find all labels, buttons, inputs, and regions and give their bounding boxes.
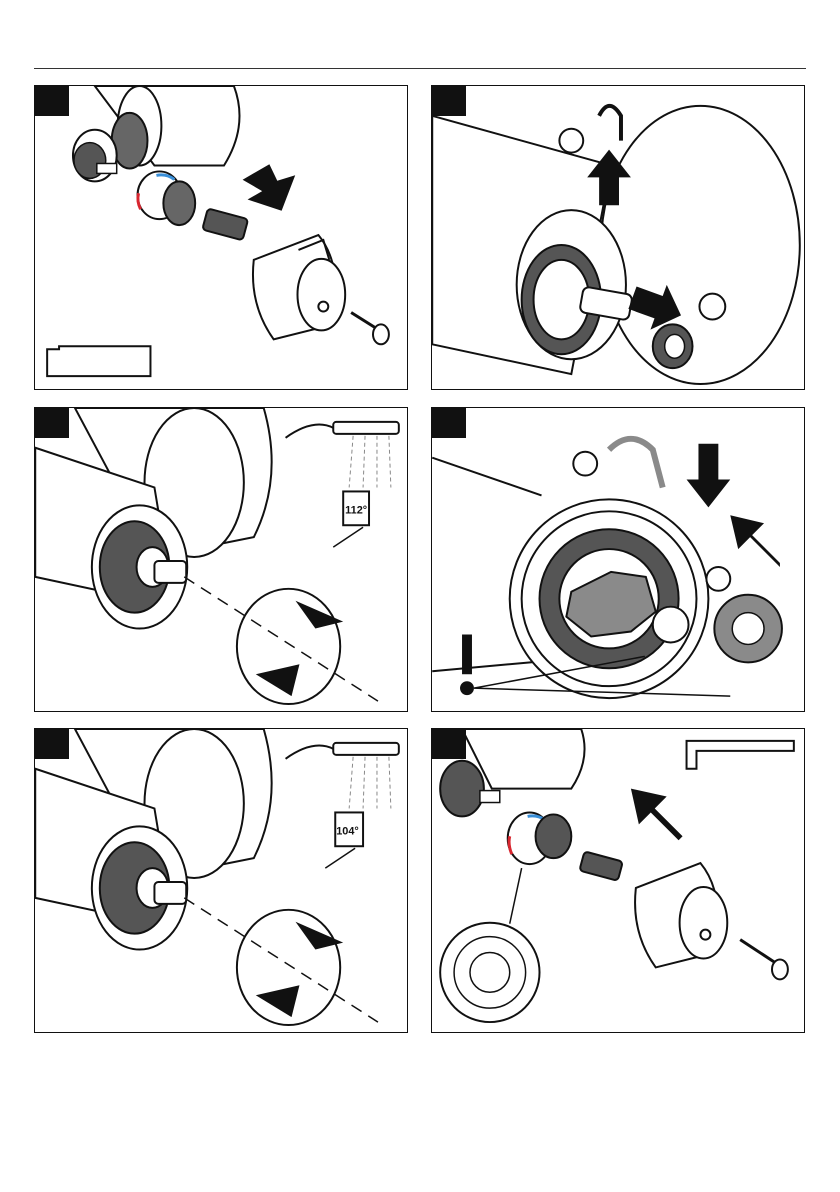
circle-callout-icon [559, 129, 583, 153]
retaining-clip [609, 439, 663, 488]
step-4-illustration [432, 408, 804, 711]
step-3-panel: 112° [34, 407, 408, 712]
temperature-readout: 104° [336, 825, 359, 837]
retaining-clip [599, 106, 621, 141]
step-6-panel [431, 728, 805, 1033]
step-5-number-tab [35, 729, 69, 759]
step-4-number-tab [432, 408, 466, 438]
warning-exclamation-icon [462, 635, 472, 675]
header-rule [34, 68, 806, 69]
step-1-number-tab [35, 86, 69, 116]
step-4-panel [431, 407, 805, 712]
step-2-illustration [432, 86, 804, 389]
allen-key-icon [47, 346, 150, 376]
temperature-readout: 112° [345, 504, 367, 516]
step-5-panel: 104° [34, 728, 408, 1033]
arrow-icon [237, 159, 296, 212]
step-2-number-tab [432, 86, 466, 116]
shower-head-icon [333, 743, 399, 755]
step-6-number-tab [432, 729, 466, 759]
circle-callout-icon [573, 452, 597, 476]
step-6-illustration [432, 729, 804, 1032]
shower-head-icon [333, 422, 399, 434]
step-2-panel [431, 85, 805, 390]
step-5-illustration: 104° [35, 729, 407, 1032]
step-1-illustration [35, 86, 407, 389]
arrow-icon [631, 789, 683, 841]
step-3-number-tab [35, 408, 69, 438]
allen-key-icon [687, 741, 794, 769]
step-3-illustration: 112° [35, 408, 407, 711]
step-1-panel [34, 85, 408, 390]
arrow-icon [687, 444, 731, 508]
